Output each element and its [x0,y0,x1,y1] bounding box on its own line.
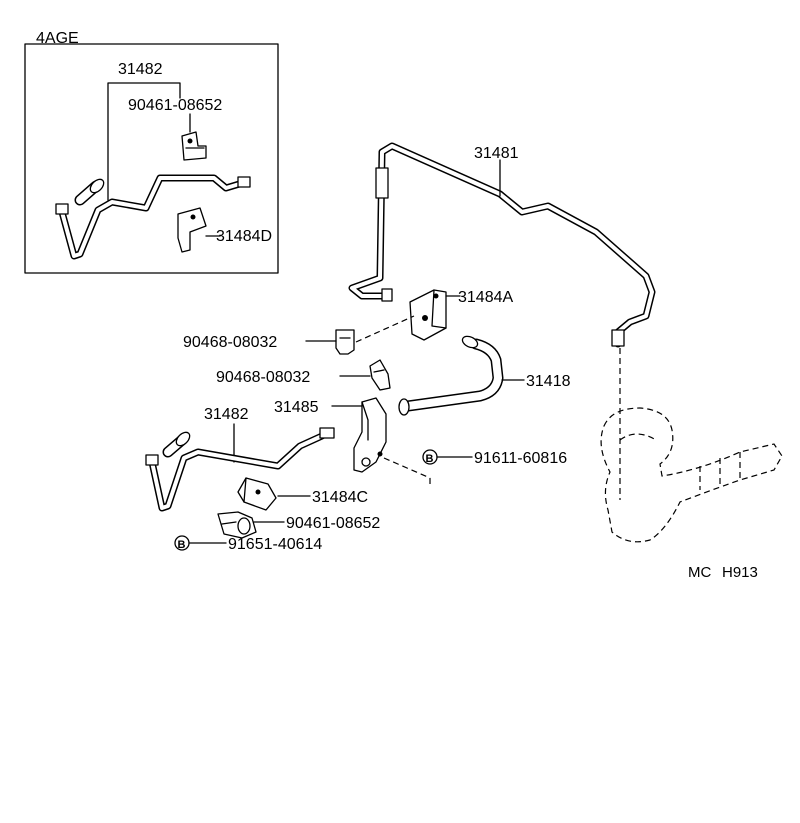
pipe-31482-main [145,427,335,512]
bracket-31485 [353,397,387,473]
label-90461-08652-main: 90461-08652 [286,515,380,532]
diagram-code-right: H913 [722,564,758,581]
inset-4age: 4AGE 31482 90461-08652 3148 [24,30,279,274]
inset-title: 4AGE [36,30,79,47]
label-31484C: 31484C [312,489,368,506]
bracket-31484A [409,289,447,341]
label-90468-08032-b: 90468-08032 [216,369,310,386]
label-91651-40614: 91651-40614 [228,536,322,553]
bolt-letter-91651: B [178,539,186,551]
clamp-90461-inset [181,131,207,161]
label-31482-inset: 31482 [118,61,163,78]
leader-31482-inset [107,82,181,201]
diagram-code-left: MC [688,564,711,581]
label-91611-60816: 91611-60816 [474,450,567,467]
bracket-31484D [177,207,207,253]
bolt-symbol-91611: B [422,449,438,465]
label-90461-08652-inset: 90461-08652 [128,97,222,114]
bracket-31484C [237,477,277,511]
label-31484A: 31484A [458,289,513,306]
label-31418: 31418 [526,373,571,390]
label-31485: 31485 [274,399,319,416]
label-31481: 31481 [474,145,519,162]
clamp-90461-main [217,511,257,539]
master-cylinder-phantom [600,407,783,543]
label-90468-08032-a: 90468-08032 [183,334,277,351]
dashline-bolt [383,457,431,479]
bolt-symbol-91651: B [174,535,190,551]
label-31482-main: 31482 [204,406,249,423]
hose-31418 [398,335,504,416]
dashline-clip-a [355,315,415,343]
clip-90468-a [335,329,355,355]
clip-90468-b [369,359,391,391]
bolt-letter-91611: B [426,453,434,465]
pipe-31482-inset [55,174,251,260]
pipe-31481 [348,142,656,348]
label-31484D: 31484D [216,228,272,245]
inset-frame [24,43,279,274]
